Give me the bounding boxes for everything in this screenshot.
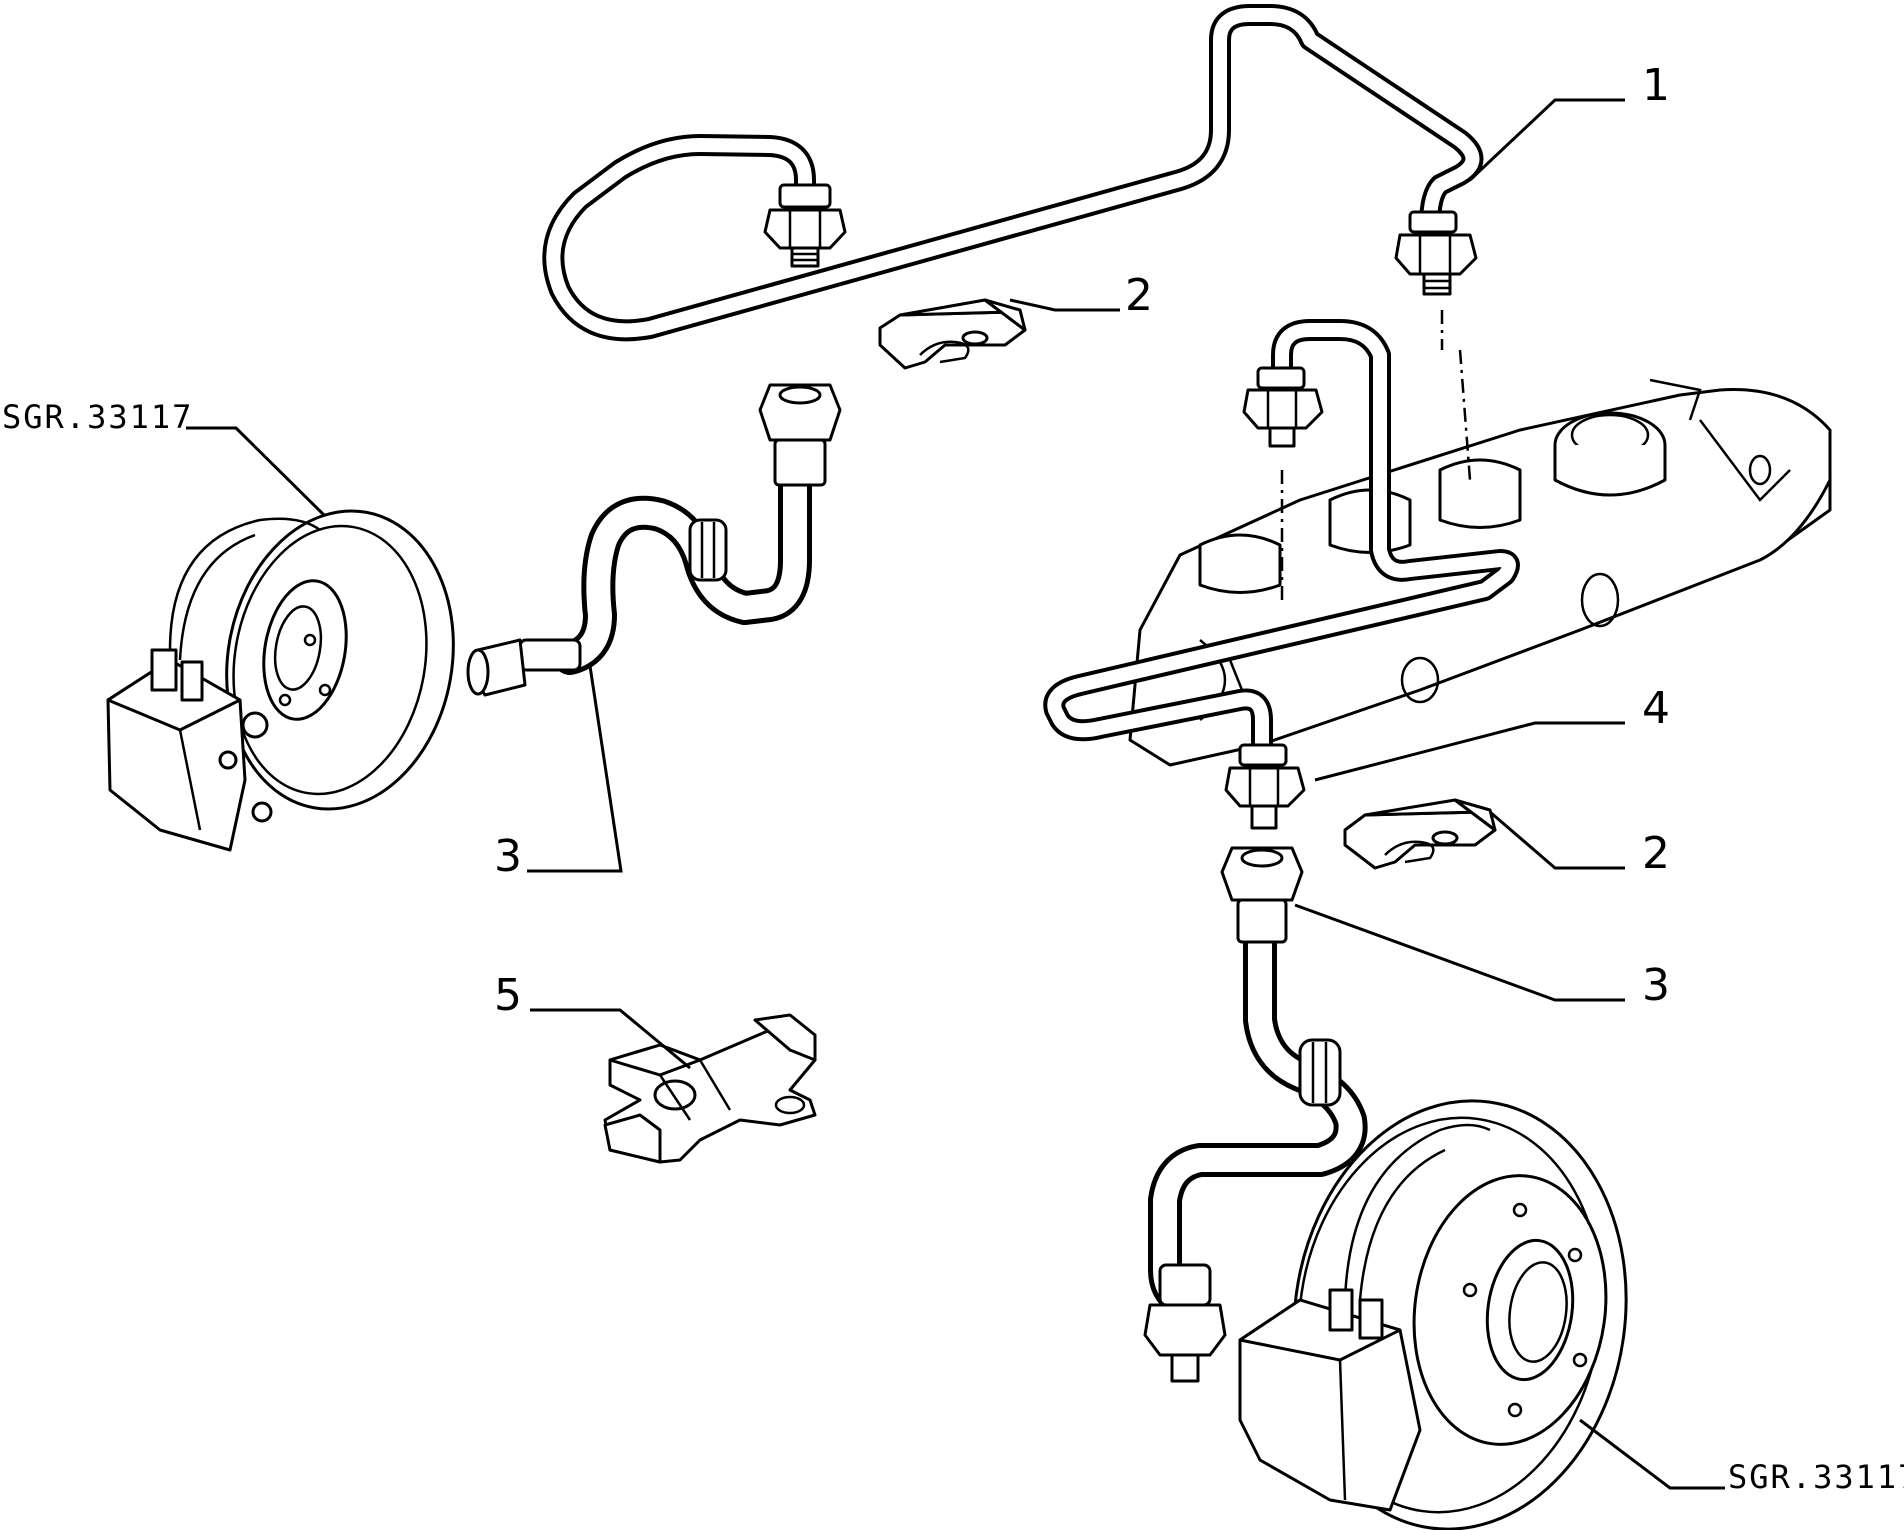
spring-clip-2-top (878, 298, 1027, 370)
callout-5: 5 (494, 970, 522, 1021)
spring-clip-2-right (1343, 798, 1497, 870)
callout-3-left: 3 (494, 831, 522, 882)
callout-1: 1 (1642, 60, 1670, 111)
reference-label-right: SGR.33117 (1728, 1458, 1904, 1496)
rigid-brake-pipe-4 (1043, 319, 1520, 830)
callout-2-top: 2 (1125, 270, 1153, 321)
assembly-guide-lines (1280, 310, 1472, 600)
hose-bracket-5 (603, 1013, 817, 1164)
brake-disc-caliper-right (1238, 1099, 1628, 1530)
callout-2-right: 2 (1642, 828, 1670, 879)
reference-label-left: SGR.33117 (2, 398, 193, 436)
callout-labels: 1 2 2 3 3 4 5 (494, 60, 1670, 1021)
callout-3-right: 3 (1642, 960, 1670, 1011)
callout-4: 4 (1642, 683, 1670, 734)
brake-disc-caliper-left (106, 509, 455, 852)
reference-labels: SGR.33117 SGR.33117 (2, 398, 1904, 1496)
rigid-brake-pipe-1 (542, 4, 1484, 342)
leader-lines (186, 98, 1725, 1490)
flexible-hose-3-left (466, 383, 842, 697)
flexible-hose-3-right (1143, 846, 1368, 1383)
